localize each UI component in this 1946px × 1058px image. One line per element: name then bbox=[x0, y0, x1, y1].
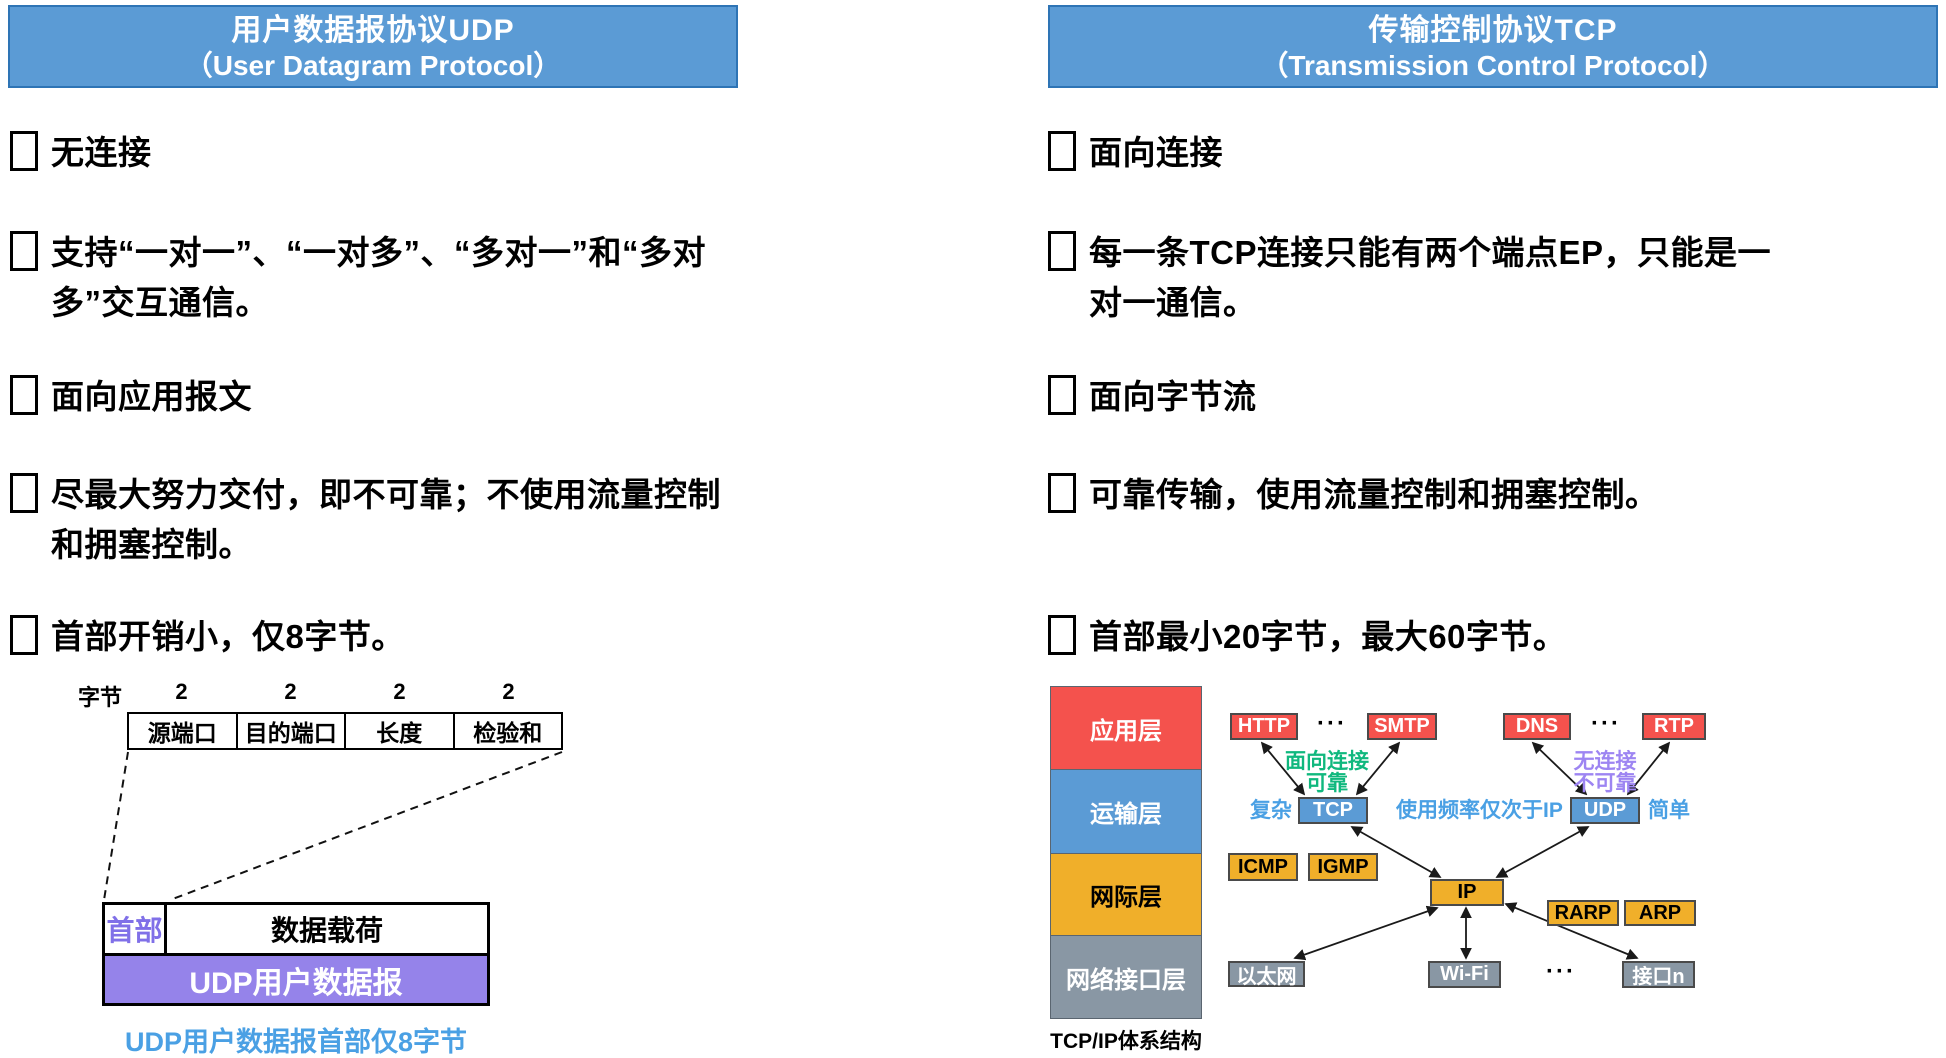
datagram-top-row: 首部 数据载荷 bbox=[105, 905, 487, 953]
field-size-label: 2 bbox=[393, 679, 406, 704]
bullet-text: 首部开销小，仅8字节。 bbox=[51, 618, 405, 655]
udp-header-fields-row: 源端口 目的端口 长度 检验和 bbox=[127, 712, 563, 750]
udp-bullet-small-header: 首部开销小，仅8字节。 bbox=[10, 612, 750, 662]
annotation-connection-oriented: 面向连接 可靠 bbox=[1277, 751, 1377, 795]
tcp-header: 传输控制协议TCP （Transmission Control Protocol… bbox=[1048, 5, 1938, 88]
udp-diagram-caption: UDP用户数据报首部仅8字节 bbox=[124, 1027, 468, 1057]
bullet-text: 面向应用报文 bbox=[51, 378, 252, 415]
bullet-text: 面向连接 bbox=[1089, 134, 1223, 171]
node-tcp: TCP bbox=[1298, 797, 1368, 824]
field-size-label: 2 bbox=[284, 679, 297, 704]
checkbox-icon[interactable] bbox=[1048, 375, 1076, 415]
node-igmp: IGMP bbox=[1308, 853, 1378, 881]
udp-bullet-message-oriented: 面向应用报文 bbox=[10, 372, 750, 422]
checkbox-icon[interactable] bbox=[1048, 473, 1076, 513]
bullet-text: 支持“一对一”、“一对多”、“多对一”和“多对多”交互通信。 bbox=[51, 234, 706, 321]
datagram-header-cell: 首部 bbox=[105, 905, 167, 953]
field-source-port: 源端口 bbox=[147, 720, 217, 746]
field-dest-port: 目的端口 bbox=[235, 714, 345, 748]
node-ethernet: 以太网 bbox=[1228, 961, 1305, 988]
field-size-label: 2 bbox=[502, 679, 515, 704]
tcpip-diagram-caption: TCP/IP体系结构 bbox=[1050, 1030, 1202, 1053]
field-size-label: 2 bbox=[175, 679, 188, 704]
bullet-text: 每一条TCP连接只能有两个端点EP，只能是一对一通信。 bbox=[1089, 234, 1772, 321]
annotation-connectionless: 无连接 不可靠 bbox=[1555, 751, 1655, 795]
udp-header: 用户数据报协议UDP （User Datagram Protocol） bbox=[8, 5, 738, 88]
annotation-simple: 简单 bbox=[1648, 799, 1690, 822]
ellipsis: ··· bbox=[1317, 710, 1347, 737]
node-interface-n: 接口n bbox=[1622, 961, 1695, 988]
annotation-line: 不可靠 bbox=[1573, 772, 1637, 795]
annotation-line: 面向连接 bbox=[1285, 750, 1369, 773]
dashed-expansion-line-left bbox=[103, 751, 129, 901]
layer-transport: 运输层 bbox=[1051, 770, 1201, 854]
node-ip: IP bbox=[1430, 879, 1504, 906]
datagram-payload-cell: 数据载荷 bbox=[270, 915, 383, 946]
annotation-line: 无连接 bbox=[1573, 750, 1637, 773]
bullet-text: 首部最小20字节，最大60字节。 bbox=[1089, 618, 1567, 655]
tcp-bullet-endpoints: 每一条TCP连接只能有两个端点EP，只能是一对一通信。 bbox=[1048, 228, 1788, 328]
checkbox-icon[interactable] bbox=[10, 375, 38, 415]
udp-datagram-bar: UDP用户数据报 bbox=[105, 953, 487, 1003]
dashed-expansion-line-right bbox=[169, 751, 563, 901]
tcp-bullet-header-size: 首部最小20字节，最大60字节。 bbox=[1048, 612, 1788, 662]
annotation-line: 可靠 bbox=[1306, 772, 1348, 795]
bullet-text: 无连接 bbox=[51, 134, 152, 171]
tcp-bullet-reliable: 可靠传输，使用流量控制和拥塞控制。 bbox=[1048, 470, 1788, 520]
checkbox-icon[interactable] bbox=[10, 131, 38, 171]
checkbox-icon[interactable] bbox=[1048, 131, 1076, 171]
annotation-frequency: 使用频率仅次于IP bbox=[1396, 799, 1563, 822]
bullet-text: 面向字节流 bbox=[1089, 378, 1257, 415]
annotation-complex: 复杂 bbox=[1250, 799, 1292, 822]
node-wifi: Wi-Fi bbox=[1428, 961, 1501, 988]
tcp-bullet-connection-oriented: 面向连接 bbox=[1048, 128, 1788, 178]
udp-subtitle: （User Datagram Protocol） bbox=[184, 50, 562, 81]
field-length: 长度 bbox=[344, 714, 453, 748]
checkbox-icon[interactable] bbox=[1048, 231, 1076, 271]
udp-bullet-best-effort: 尽最大努力交付，即不可靠；不使用流量控制和拥塞控制。 bbox=[10, 470, 750, 570]
layer-network-interface: 网络接口层 bbox=[1051, 936, 1201, 1018]
node-rtp: RTP bbox=[1642, 713, 1706, 740]
udp-title: 用户数据报协议UDP bbox=[231, 14, 515, 47]
bullet-text: 可靠传输，使用流量控制和拥塞控制。 bbox=[1089, 476, 1659, 513]
layer-internet: 网际层 bbox=[1051, 854, 1201, 936]
ellipsis: ··· bbox=[1591, 710, 1621, 737]
tcp-title: 传输控制协议TCP bbox=[1368, 14, 1618, 47]
udp-datagram-diagram: 首部 数据载荷 UDP用户数据报 bbox=[102, 902, 490, 1006]
tcp-bullet-byte-stream: 面向字节流 bbox=[1048, 372, 1788, 422]
udp-bullet-connectionless: 无连接 bbox=[10, 128, 750, 178]
checkbox-icon[interactable] bbox=[10, 473, 38, 513]
node-smtp: SMTP bbox=[1367, 713, 1437, 740]
checkbox-icon[interactable] bbox=[10, 615, 38, 655]
node-http: HTTP bbox=[1230, 713, 1298, 740]
checkbox-icon[interactable] bbox=[1048, 615, 1076, 655]
arrow-udp-ip bbox=[1495, 826, 1590, 878]
bullet-text: 尽最大努力交付，即不可靠；不使用流量控制和拥塞控制。 bbox=[51, 476, 721, 563]
layer-application: 应用层 bbox=[1051, 687, 1201, 770]
udp-bullet-communication-modes: 支持“一对一”、“一对多”、“多对一”和“多对多”交互通信。 bbox=[10, 228, 750, 328]
node-dns: DNS bbox=[1503, 713, 1571, 740]
checkbox-icon[interactable] bbox=[10, 231, 38, 271]
field-checksum: 检验和 bbox=[452, 714, 562, 748]
node-arp: ARP bbox=[1624, 900, 1696, 926]
arrow-ip-ethernet bbox=[1293, 905, 1439, 961]
node-icmp: ICMP bbox=[1228, 853, 1298, 881]
ellipsis: ··· bbox=[1546, 958, 1576, 985]
tcp-subtitle: （Transmission Control Protocol） bbox=[1260, 50, 1726, 81]
bytes-label: 字节 bbox=[78, 685, 123, 710]
tcpip-layer-stack: 应用层 运输层 网际层 网络接口层 bbox=[1050, 686, 1202, 1019]
node-rarp: RARP bbox=[1547, 900, 1619, 926]
node-udp: UDP bbox=[1570, 797, 1640, 824]
